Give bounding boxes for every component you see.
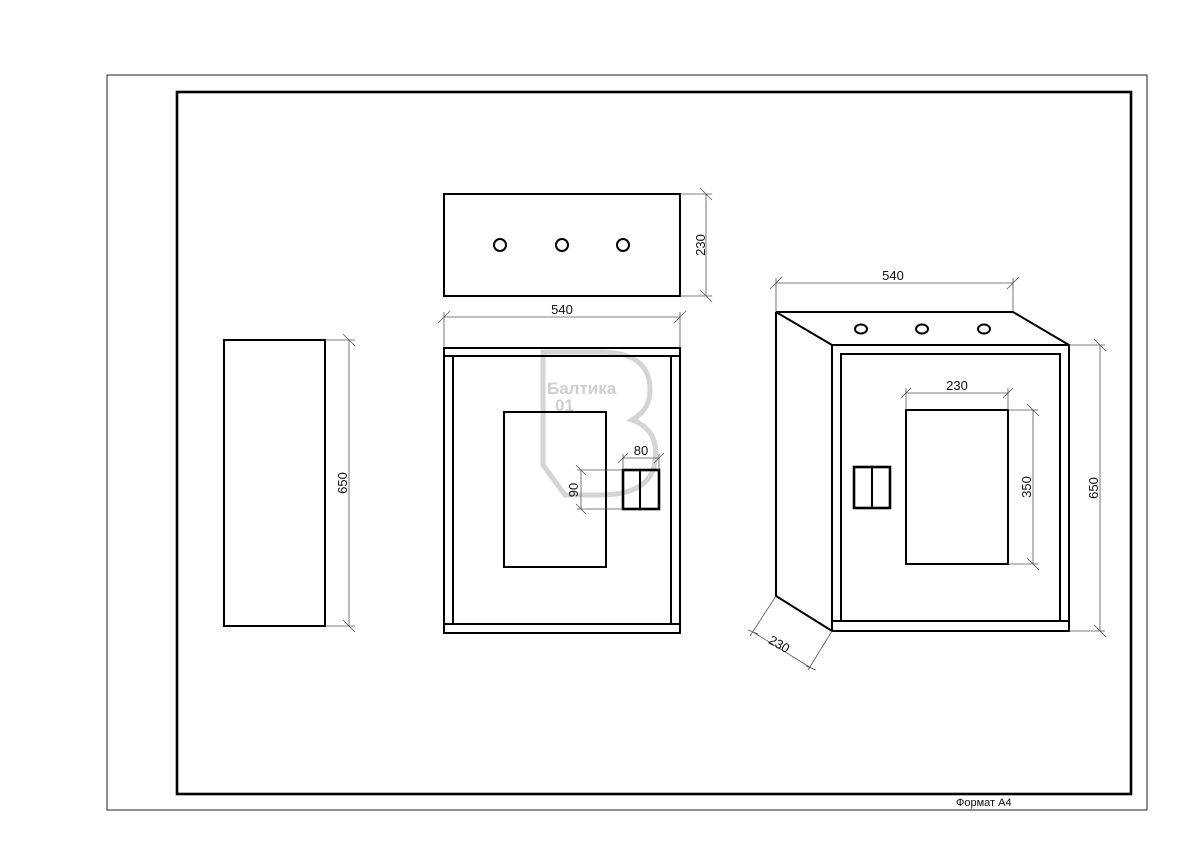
- iso-width-label: 540: [882, 268, 904, 283]
- door-frame: [832, 353, 1069, 622]
- side-height-label: 650: [335, 472, 350, 494]
- dimension-line-window-width: [900, 387, 1014, 410]
- cable-hole: [493, 238, 507, 252]
- watermark-logo: Балтика 01: [540, 349, 659, 498]
- dimension-line-handle-width: [617, 452, 665, 470]
- watermark-text: Балтика: [547, 379, 617, 398]
- iso-height-label: 650: [1086, 477, 1101, 499]
- dimension-line-iso-width: [769, 276, 1020, 312]
- dimension-line-width: [437, 310, 687, 348]
- iso-view: 540 230 350 650 230: [747, 268, 1107, 671]
- top-panel: [443, 193, 681, 297]
- viewing-window: [503, 411, 607, 568]
- cabinet-front: [831, 344, 1070, 632]
- top-depth-label: 230: [693, 234, 708, 256]
- handle-height-label: 90: [566, 483, 581, 497]
- inner-frame: [175, 90, 1133, 796]
- outer-frame: [106, 74, 1148, 811]
- top-view: 230: [443, 187, 713, 303]
- cable-hole: [915, 323, 929, 335]
- cabinet-outline: [775, 311, 1070, 632]
- cabinet-body: [443, 347, 681, 634]
- iso-depth-label: 230: [766, 632, 792, 656]
- format-label: Формат А4: [956, 797, 1012, 809]
- dimension-line-iso-depth: [747, 595, 833, 671]
- front-view: 540 80 90: [437, 302, 687, 634]
- dimension-line-height: [325, 333, 356, 633]
- cable-hole: [854, 323, 868, 335]
- watermark-number: 01: [555, 396, 574, 415]
- cable-hole: [616, 238, 630, 252]
- viewing-window: [905, 409, 1009, 565]
- window-width-label: 230: [946, 378, 968, 393]
- window-height-label: 350: [1019, 476, 1034, 498]
- handle-width-label: 80: [634, 443, 648, 458]
- side-view: 650: [223, 333, 356, 633]
- dimension-line-window-height: [1008, 403, 1040, 571]
- front-width-label: 540: [551, 302, 573, 317]
- cable-hole: [977, 323, 991, 335]
- dimension-line-handle-height: [575, 464, 623, 515]
- dimension-line-depth: [680, 187, 713, 303]
- cable-hole: [555, 238, 569, 252]
- door-frame: [444, 355, 680, 625]
- dimension-line-iso-height: [1069, 338, 1107, 638]
- side-panel: [223, 339, 326, 627]
